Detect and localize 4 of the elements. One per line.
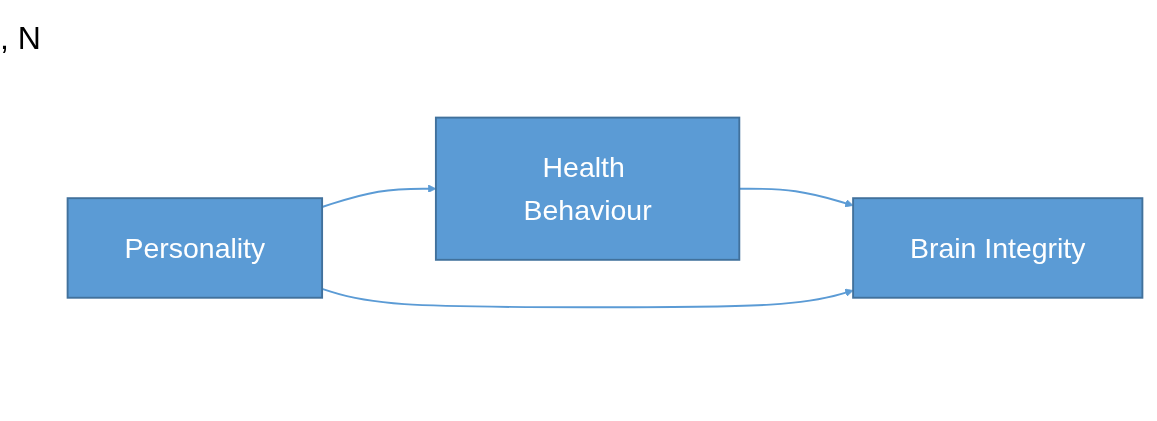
node-box: Health Behaviour bbox=[434, 116, 741, 261]
node-box: Brain Integrity bbox=[852, 197, 1144, 299]
node-box: Personality bbox=[66, 197, 324, 299]
note-text: , N bbox=[0, 20, 41, 57]
